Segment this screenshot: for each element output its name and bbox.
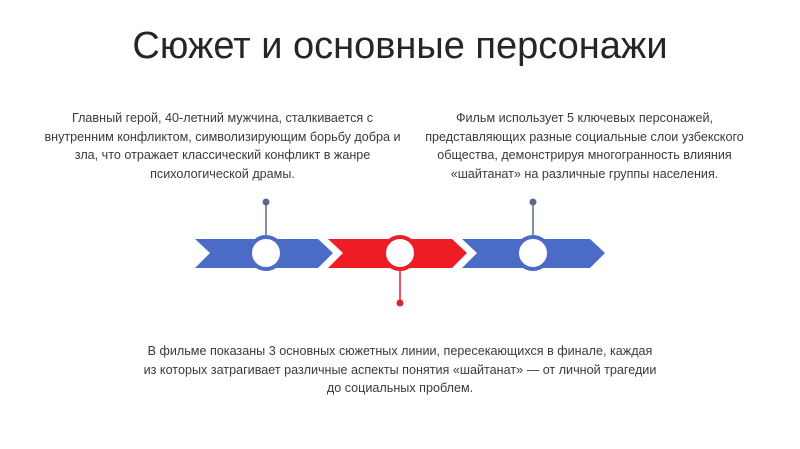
- text-block-left: Главный герой, 40-летний мужчина, сталки…: [44, 111, 401, 181]
- slide-title: Сюжет и основные персонажи: [132, 25, 668, 67]
- milestone-ring-3: [515, 235, 551, 271]
- pin-dot-1: [262, 198, 270, 206]
- pin-dot-3: [529, 198, 537, 206]
- milestone-ring-1: [248, 235, 284, 271]
- pin-dot-2: [396, 299, 404, 307]
- text-block-bottom: В фильме показаны 3 основных сюжетных ли…: [143, 344, 657, 395]
- milestone-ring-2: [382, 235, 418, 271]
- text-block-right: Фильм использует 5 ключевых персонажей, …: [425, 111, 744, 181]
